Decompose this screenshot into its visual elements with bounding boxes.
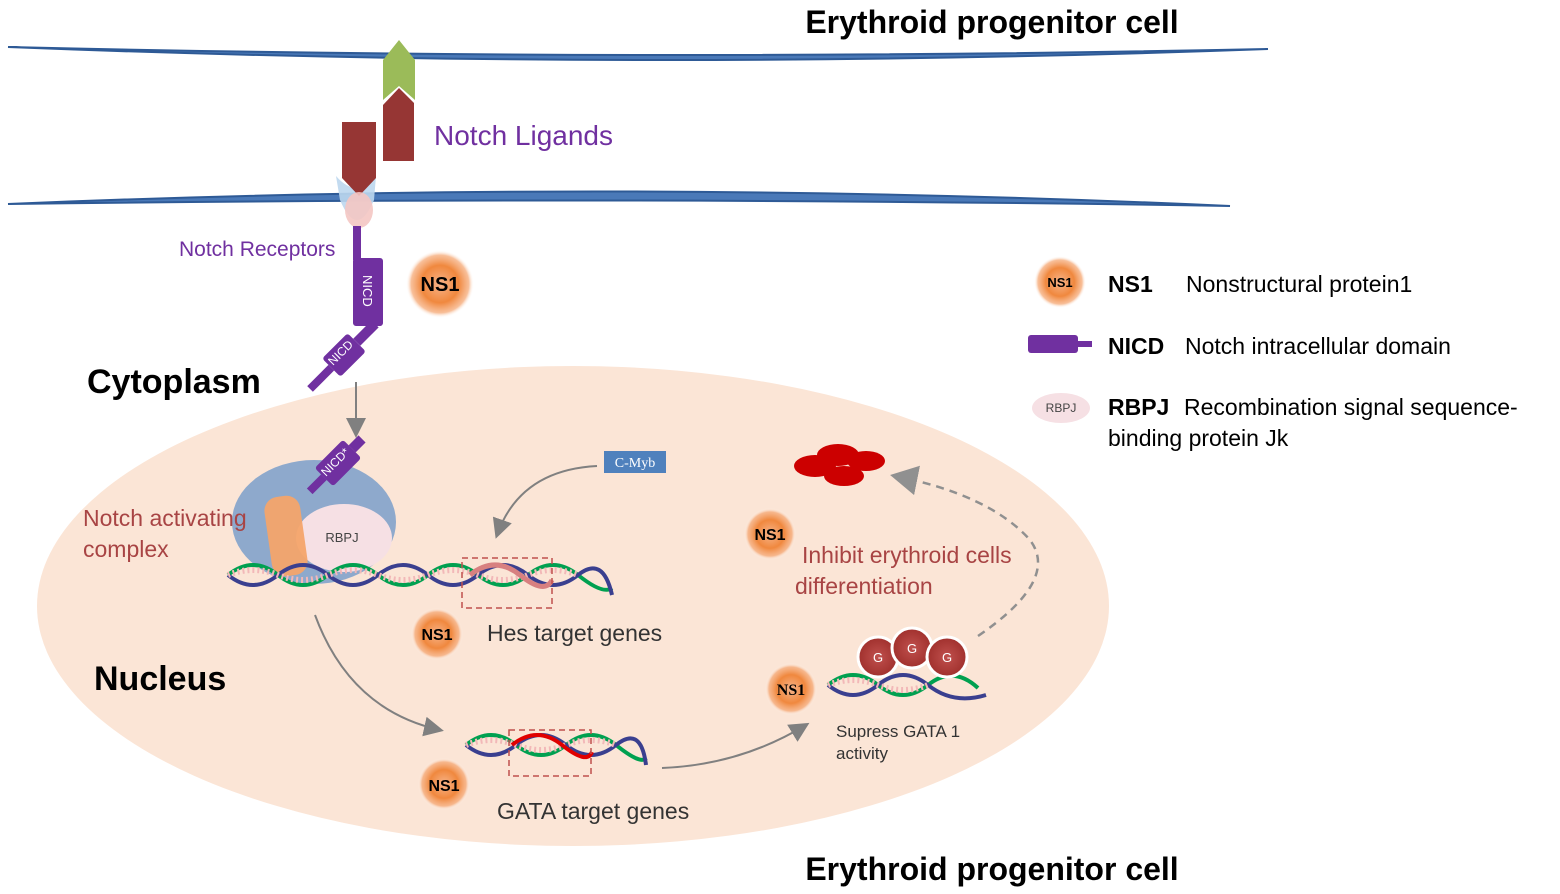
nucleus-label: Nucleus: [94, 660, 226, 698]
dna-strand-hes: [226, 562, 614, 596]
hes-target-box: [461, 557, 553, 609]
dna-strand-gata: [464, 733, 648, 766]
ns1-inhibit-label: NS1: [754, 527, 785, 544]
nicd-receptor-label: NICD: [360, 275, 375, 307]
notch-ligands-label: Notch Ligands: [434, 120, 613, 151]
nicd-cleaved: [307, 320, 379, 392]
notch-activating-complex: [232, 460, 396, 584]
nicd-star: [306, 435, 366, 495]
cmyb-label: C-Myb: [615, 456, 655, 471]
gata-target-box: [508, 729, 592, 777]
g-label-1: G: [873, 650, 883, 665]
notch-receptor: [336, 122, 383, 326]
inhibit-label-2: differentiation: [795, 573, 933, 599]
notch-activating-label-1: Notch activating: [83, 505, 247, 531]
ns1-cytoplasm-label: NS1: [421, 274, 460, 296]
inhibit-label-1: Inhibit erythroid cells: [802, 542, 1012, 568]
title-bottom: Erythroid progenitor cell: [805, 851, 1178, 887]
supress-label-1: Supress GATA 1: [836, 722, 960, 741]
arrow-to-gata: [314, 614, 444, 737]
lower-membrane: [7, 190, 1231, 207]
ns1-cytoplasm: [406, 250, 474, 318]
supress-label-2: activity: [836, 744, 888, 763]
ns1-hes-label: NS1: [421, 627, 452, 644]
legend-nicd-abbr: NICD: [1108, 333, 1164, 359]
red-blood-cells: [794, 444, 885, 486]
legend-ns1-desc: Nonstructural protein1: [1186, 271, 1412, 297]
hes-target-genes-label: Hes target genes: [487, 620, 662, 646]
legend: NS1 NS1 Nonstructural protein1 NICD Notc…: [1028, 256, 1518, 451]
upper-membrane: [7, 46, 1269, 62]
legend-rbpj-icon-label: RBPJ: [1046, 401, 1077, 415]
ns1-gata-label: NS1: [428, 778, 459, 795]
gata1-proteins: [856, 626, 969, 679]
ns1-hes: [411, 608, 463, 660]
cytoplasm-label: Cytoplasm: [87, 363, 261, 401]
notch-activating-label-2: complex: [83, 536, 169, 562]
legend-nicd-desc: Notch intracellular domain: [1185, 333, 1451, 359]
legend-rbpj-abbr: RBPJ: [1108, 394, 1169, 420]
g-label-3: G: [942, 650, 952, 665]
gata-target-genes-label: GATA target genes: [497, 798, 689, 824]
legend-rbpj-desc-2: binding protein Jk: [1108, 425, 1289, 451]
arrow-gata-to-supress: [661, 722, 810, 769]
legend-ns1-icon-label: NS1: [1047, 275, 1072, 290]
legend-ns1-icon: [1034, 256, 1086, 308]
legend-ns1-abbr: NS1: [1108, 271, 1153, 297]
legend-rbpj-desc-1: Recombination signal sequence-: [1184, 394, 1518, 420]
nucleus: [37, 366, 1109, 846]
rbpj-complex-label: RBPJ: [325, 530, 358, 545]
ns1-supress-label: NS1: [777, 682, 805, 699]
arrow-cmyb-to-hes: [492, 465, 598, 539]
legend-rbpj-icon: [1032, 393, 1090, 423]
ns1-supress: [765, 663, 817, 715]
ns1-gata: [418, 758, 470, 810]
notch-ligand: [383, 40, 415, 161]
g-label-2: G: [907, 641, 917, 656]
ns1-inhibit: [744, 508, 796, 560]
cmyb-box: [604, 451, 666, 473]
title-top: Erythroid progenitor cell: [805, 4, 1178, 40]
notch-receptors-label: Notch Receptors: [179, 238, 335, 261]
legend-nicd-icon: [1028, 335, 1092, 353]
